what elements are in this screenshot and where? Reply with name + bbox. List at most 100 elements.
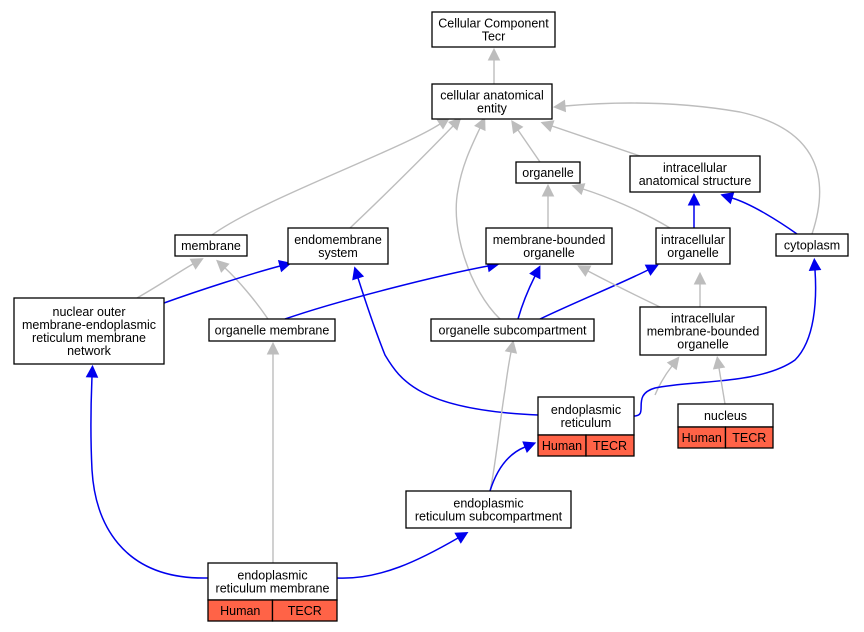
edge-er-to-cytoplasm bbox=[633, 269, 817, 417]
edge-orgsub-to-io bbox=[539, 269, 649, 320]
node-imbo-label-line: organelle bbox=[677, 338, 728, 352]
edge-orgsub-to-mbo-arrowhead bbox=[529, 265, 541, 280]
edge-ersub-to-orgsub-arrowhead bbox=[504, 340, 518, 354]
edge-er-to-endomembrane-arrowhead bbox=[352, 266, 365, 281]
node-cae-label-line: cellular anatomical bbox=[440, 89, 544, 103]
edge-endomembrane-to-cae-arrowhead bbox=[448, 117, 462, 131]
node-er-badge-label: TECR bbox=[593, 439, 627, 453]
node-membrane-label-line: membrane bbox=[181, 239, 241, 253]
node-orgmem-label-line: organelle membrane bbox=[215, 324, 330, 338]
node-nucleus-label-line: nucleus bbox=[704, 409, 747, 423]
edge-io-to-organelle-arrowhead bbox=[571, 183, 586, 196]
node-er-label-line: reticulum bbox=[561, 416, 612, 430]
node-ermem-label-line: reticulum membrane bbox=[216, 582, 330, 596]
node-organelle-label-line: organelle bbox=[522, 166, 573, 180]
node-mbo-label-line: membrane-bounded bbox=[493, 233, 606, 247]
edge-ermem-to-ersub-arrowhead bbox=[454, 531, 469, 544]
edge-ermem-to-ersub bbox=[336, 537, 459, 579]
edge-mbo-to-organelle-arrowhead bbox=[541, 183, 555, 197]
edge-ersub-to-er bbox=[489, 446, 526, 492]
edge-ersub-to-er-arrowhead bbox=[522, 441, 537, 454]
edge-orgsub-to-mbo bbox=[517, 275, 536, 320]
node-nuclear-box bbox=[13, 297, 165, 365]
node-cytoplasm-label-line: cytoplasm bbox=[784, 239, 840, 253]
edge-ias-to-cae-arrowhead bbox=[540, 120, 555, 133]
node-ermem-box bbox=[207, 562, 338, 601]
node-nuclear[interactable]: nuclear outermembrane-endoplasmicreticul… bbox=[13, 297, 165, 365]
edge-endomembrane-to-cae bbox=[349, 125, 454, 229]
node-er-label-line: endoplasmic bbox=[551, 403, 621, 417]
edges-layer bbox=[85, 47, 822, 579]
node-cae-box bbox=[431, 83, 553, 120]
edge-organelle-to-cae-arrowhead bbox=[511, 119, 524, 134]
node-organelle[interactable]: organelle bbox=[515, 161, 581, 184]
node-root-label-line: Tecr bbox=[482, 30, 506, 44]
edge-cae-to-root-arrowhead bbox=[487, 47, 501, 61]
node-nuclear-label-line: nuclear outer bbox=[53, 305, 126, 319]
node-imbo-box bbox=[639, 306, 767, 356]
edge-ermem-to-orgmem-arrowhead bbox=[266, 341, 280, 355]
node-ermem-badge-label: Human bbox=[220, 604, 260, 618]
edge-ias-to-cae bbox=[551, 125, 641, 157]
node-ermem-badge-label: TECR bbox=[288, 604, 322, 618]
node-ias-box bbox=[629, 155, 761, 193]
node-ermem-badge-box bbox=[271, 599, 338, 622]
node-ias-label-line: intracellular bbox=[663, 161, 727, 175]
edge-cytoplasm-to-cae-arrowhead bbox=[552, 99, 567, 113]
node-nuclear-label-line: reticulum membrane bbox=[32, 331, 146, 345]
edge-cytoplasm-to-ias-arrowhead bbox=[720, 192, 735, 205]
node-er-badge-label: Human bbox=[542, 439, 582, 453]
edge-nucleus-to-imbo bbox=[718, 367, 726, 405]
node-mbo-box bbox=[485, 227, 613, 265]
node-nucleus-badge-box bbox=[724, 426, 774, 449]
node-imbo-label-line: intracellular bbox=[671, 312, 735, 326]
edge-io-to-ias-arrowhead bbox=[687, 192, 701, 206]
node-ermem-label-line: endoplasmic bbox=[237, 569, 307, 583]
node-root-box bbox=[431, 11, 556, 48]
node-ias-label-line: anatomical structure bbox=[639, 174, 752, 188]
node-nucleus-badge-label: TECR bbox=[732, 431, 766, 445]
node-cytoplasm[interactable]: cytoplasm bbox=[775, 233, 849, 257]
edge-cytoplasm-to-cae bbox=[564, 102, 821, 235]
node-nucleus-badge-label: Human bbox=[682, 431, 722, 445]
node-orgsub-label-line: organelle subcompartment bbox=[439, 324, 588, 338]
node-mbo-label-line: organelle bbox=[523, 246, 574, 260]
edge-nucleus-to-imbo-arrowhead bbox=[712, 355, 726, 370]
node-cae-label-line: entity bbox=[477, 102, 508, 116]
edge-organelle-to-cae bbox=[517, 129, 541, 163]
edge-orgsub-to-cae-arrowhead bbox=[474, 116, 486, 132]
node-ersub-label-line: reticulum subcompartment bbox=[415, 510, 563, 524]
node-membrane[interactable]: membrane bbox=[174, 234, 248, 257]
edge-imbo-to-mbo bbox=[587, 270, 661, 308]
node-endomembrane-box bbox=[287, 227, 389, 265]
node-nuclear-label-line: network bbox=[67, 344, 112, 358]
edge-membrane-to-cae bbox=[211, 123, 441, 236]
node-organelle-box bbox=[515, 161, 581, 184]
edge-er-to-cytoplasm-arrowhead bbox=[808, 257, 822, 271]
node-er-badge-box bbox=[585, 434, 635, 457]
node-io-label-line: intracellular bbox=[661, 233, 725, 247]
node-io-label-line: organelle bbox=[667, 246, 718, 260]
edge-orgmem-to-mbo bbox=[284, 265, 489, 320]
node-orgmem[interactable]: organelle membrane bbox=[208, 318, 336, 342]
edge-orgmem-to-membrane bbox=[224, 267, 269, 320]
edge-er-to-endomembrane bbox=[357, 277, 539, 416]
edge-nuclear-to-endomembrane bbox=[163, 265, 281, 304]
edge-cytoplasm-to-ias bbox=[731, 197, 798, 235]
node-nuclear-label-line: membrane-endoplasmic bbox=[22, 318, 156, 332]
node-orgsub[interactable]: organelle subcompartment bbox=[430, 318, 595, 342]
edge-er-to-imbo-arrowhead bbox=[666, 356, 680, 371]
node-cytoplasm-box bbox=[775, 233, 849, 257]
